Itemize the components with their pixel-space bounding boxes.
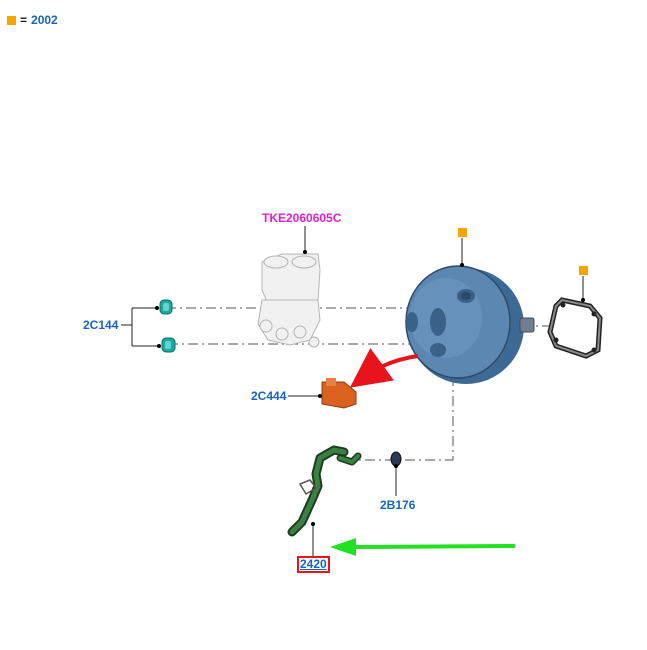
check-valve[interactable] <box>321 378 357 409</box>
legend-marker-icon <box>7 15 16 25</box>
callout-2420[interactable]: 2420 <box>297 556 330 573</box>
grommet-lower[interactable] <box>161 337 176 353</box>
marker-booster <box>458 228 467 237</box>
callout-tke2060605c: TKE2060605C <box>262 211 342 225</box>
legend: = 2002 <box>7 13 58 27</box>
callout-2b176[interactable]: 2B176 <box>380 498 416 512</box>
callout-2420-label[interactable]: 2420 <box>300 557 327 571</box>
green-arrow <box>330 538 516 556</box>
grommet-upper[interactable] <box>159 299 173 315</box>
leader-2c144 <box>121 307 159 347</box>
legend-code-link[interactable]: 2002 <box>31 13 58 27</box>
marker-gasket <box>579 266 588 275</box>
legend-equals: = <box>20 13 28 27</box>
master-cylinder-ghost <box>257 253 321 348</box>
callout-2c444[interactable]: 2C444 <box>251 389 287 403</box>
callout-2c144[interactable]: 2C144 <box>83 318 119 332</box>
vacuum-hose[interactable] <box>287 445 362 537</box>
red-arrow <box>349 348 419 388</box>
brake-booster[interactable] <box>405 265 535 384</box>
booster-gasket[interactable] <box>547 297 603 359</box>
hose-clip[interactable] <box>390 451 402 467</box>
